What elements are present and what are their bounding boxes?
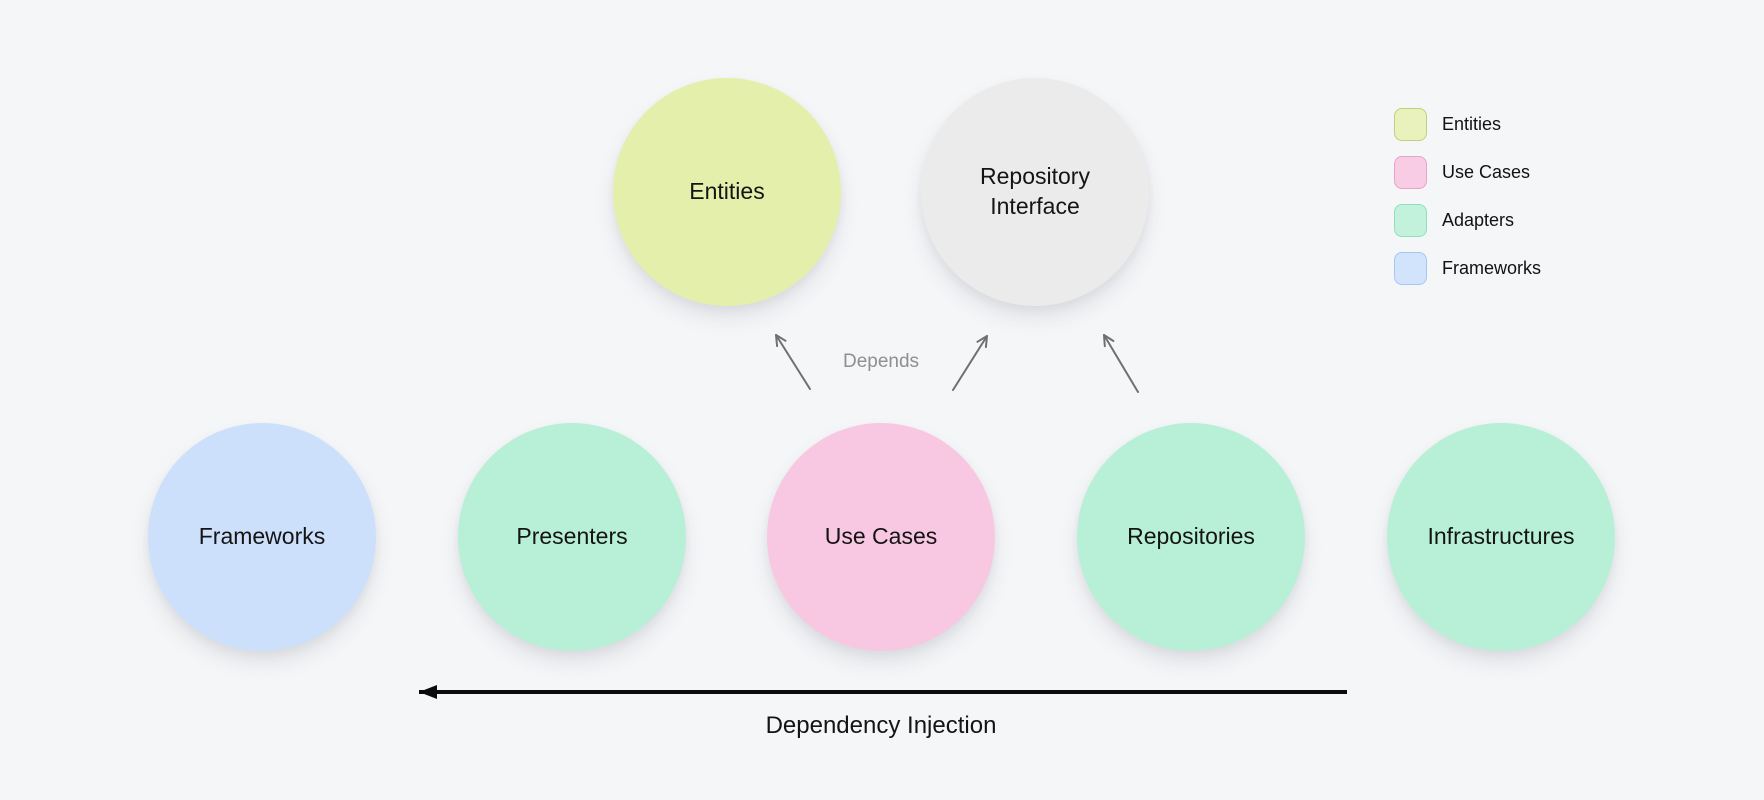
node-label: Use Cases bbox=[824, 523, 938, 550]
node-label: Presenters bbox=[516, 523, 628, 550]
legend-label: Frameworks bbox=[1442, 258, 1542, 278]
node-presenters[interactable]: Presenters bbox=[458, 423, 686, 651]
legend-swatch-entities bbox=[1394, 108, 1427, 141]
node-label: Infrastructures bbox=[1427, 523, 1575, 550]
edge-repositories-to-repository-interface bbox=[1103, 334, 1139, 393]
legend-item-entities: Entities bbox=[1394, 108, 1541, 141]
node-frameworks[interactable]: Frameworks bbox=[148, 423, 376, 651]
node-entities[interactable]: Entities bbox=[613, 78, 841, 306]
depends-label: Depends bbox=[842, 351, 920, 372]
legend-item-adapters: Adapters bbox=[1394, 204, 1541, 237]
legend-swatch-adapters bbox=[1394, 204, 1427, 237]
legend-item-use-cases: Use Cases bbox=[1394, 156, 1541, 189]
legend-label: Use Cases bbox=[1442, 162, 1531, 182]
node-label: Entities bbox=[689, 178, 765, 205]
legend-swatch-frameworks bbox=[1394, 252, 1427, 285]
node-use-cases[interactable]: Use Cases bbox=[767, 423, 995, 651]
legend-item-frameworks: Frameworks bbox=[1394, 252, 1541, 285]
node-repositories[interactable]: Repositories bbox=[1077, 423, 1305, 651]
node-label: Frameworks bbox=[198, 523, 326, 550]
node-repository-interface[interactable]: Repository Interface bbox=[921, 78, 1149, 306]
legend-swatch-use-cases bbox=[1394, 156, 1427, 189]
legend: Entities Use Cases Adapters Frameworks bbox=[1394, 108, 1541, 300]
legend-label: Adapters bbox=[1442, 210, 1515, 230]
legend-label: Entities bbox=[1442, 114, 1502, 134]
edge-usecases-to-repository-interface bbox=[952, 335, 988, 391]
node-infrastructures[interactable]: Infrastructures bbox=[1387, 423, 1615, 651]
node-label: Repositories bbox=[1127, 523, 1255, 550]
dependency-injection-label: Dependency Injection bbox=[765, 712, 997, 739]
edge-usecases-to-entities bbox=[775, 334, 811, 390]
node-label: Repository Interface bbox=[980, 163, 1090, 219]
